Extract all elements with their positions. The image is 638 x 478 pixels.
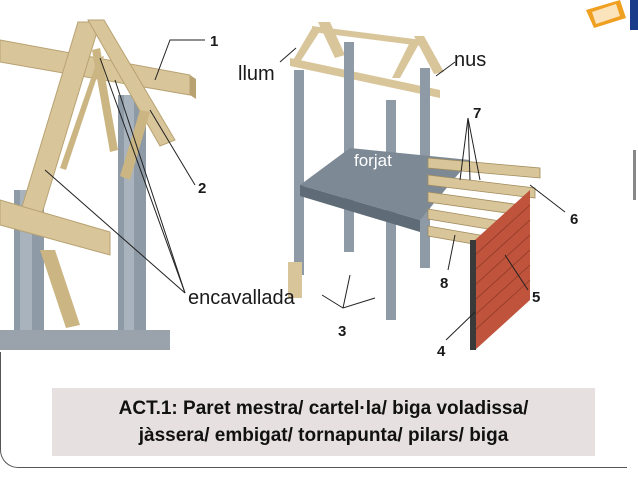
left-truss-illustration [0, 19, 196, 350]
label-nus: nus [454, 49, 486, 71]
slide-frame [0, 352, 627, 468]
label-7: 7 [473, 105, 481, 122]
label-llum: llum [238, 63, 275, 85]
label-3: 3 [338, 323, 346, 340]
label-4: 4 [437, 343, 446, 360]
leader-lines [44, 39, 566, 341]
label-2: 2 [198, 180, 206, 197]
label-1: 1 [210, 33, 218, 50]
label-6: 6 [570, 211, 578, 228]
label-forjat: forjat [354, 151, 392, 170]
label-5: 5 [532, 289, 540, 306]
label-encavallada: encavallada [188, 287, 296, 309]
right-structure-illustration [288, 22, 541, 350]
label-8: 8 [440, 275, 448, 292]
diagram-labels: 1 llum nus 7 forjat 2 6 encavallada 8 5 … [188, 33, 578, 360]
corner-icon [586, 0, 638, 200]
activity-caption: ACT.1: Paret mestra/ cartel·la/ biga vol… [52, 388, 595, 456]
caption-line-2: jàssera/ embigat/ tornapunta/ pilars/ bi… [138, 425, 509, 446]
caption-line-1: ACT.1: Paret mestra/ cartel·la/ biga vol… [118, 398, 529, 419]
